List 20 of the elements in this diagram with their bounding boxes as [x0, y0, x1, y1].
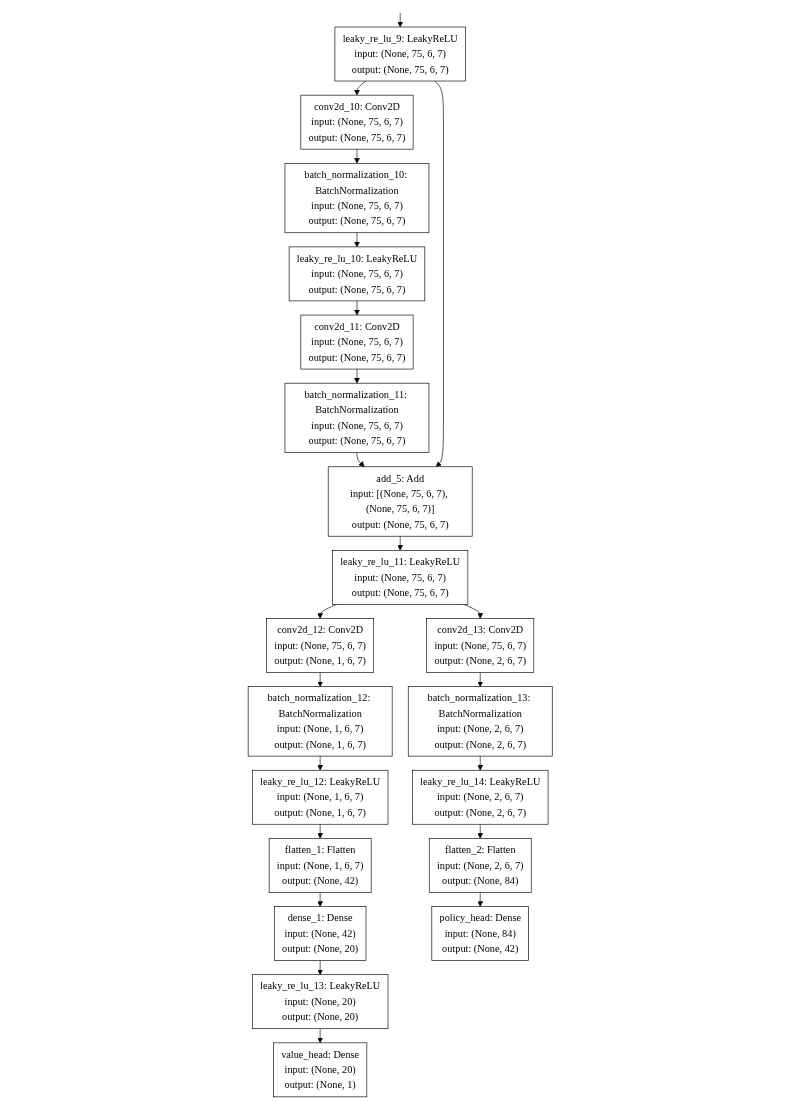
node-box: flatten_2: Flatten input: (None, 2, 6, 7) output: (None, 84) [428, 838, 532, 893]
node-box: leaky_re_lu_13: LeakyReLU input: (None, 20) output: (None, 20) [251, 974, 389, 1029]
node-box: leaky_re_lu_14: LeakyReLU input: (None, 2, 6, 7) output: (None, 2, 6, 7) [411, 769, 549, 825]
node-box: conv2d_11: Conv2D input: (None, 75, 6, 7) output: (None, 75, 6, 7) [300, 314, 414, 370]
node-box: batch_normalization_10: BatchNormalization input: (None, 75, 6, 7) output: (None, 75, 6, 7) [284, 163, 430, 234]
node-box: leaky_re_lu_11: LeakyReLU input: (None, 75, 6, 7) output: (None, 75, 6, 7) [332, 550, 468, 605]
node-box: batch_normalization_13: BatchNormalization input: (None, 2, 6, 7) output: (None, 2, 6, 7) [407, 686, 553, 757]
node-box: batch_normalization_11: BatchNormalization input: (None, 75, 6, 7) output: (None, 75, 6, 7) [284, 382, 430, 453]
node-box: conv2d_13: Conv2D input: (None, 75, 6, 7) output: (None, 2, 6, 7) [426, 618, 534, 673]
node-box: dense_1: Dense input: (None, 42) output: (None, 20) [273, 906, 367, 961]
node-box: flatten_1: Flatten input: (None, 1, 6, 7) output: (None, 42) [268, 838, 372, 893]
node-box: conv2d_10: Conv2D input: (None, 75, 6, 7) output: (None, 75, 6, 7) [300, 94, 414, 150]
node-box: leaky_re_lu_9: LeakyReLU input: (None, 75, 6, 7) output: (None, 75, 6, 7) [334, 26, 466, 82]
node-box: leaky_re_lu_10: LeakyReLU input: (None, 75, 6, 7) output: (None, 75, 6, 7) [288, 246, 425, 302]
node-box: leaky_re_lu_12: LeakyReLU input: (None, 1, 6, 7) output: (None, 1, 6, 7) [251, 769, 389, 825]
node-box: batch_normalization_12: BatchNormalization input: (None, 1, 6, 7) output: (None, 1, 6, 7) [247, 686, 393, 757]
node-box: value_head: Dense input: (None, 20) output: (None, 1) [272, 1042, 367, 1098]
node-box: policy_head: Dense input: (None, 84) output: (None, 42) [431, 906, 529, 961]
node-box: conv2d_12: Conv2D input: (None, 75, 6, 7) output: (None, 1, 6, 7) [266, 618, 374, 673]
node-box: add_5: Add input: [(None, 75, 6, 7), (None, 75, 6, 7)] output: (None, 75, 6, 7) [327, 466, 473, 537]
